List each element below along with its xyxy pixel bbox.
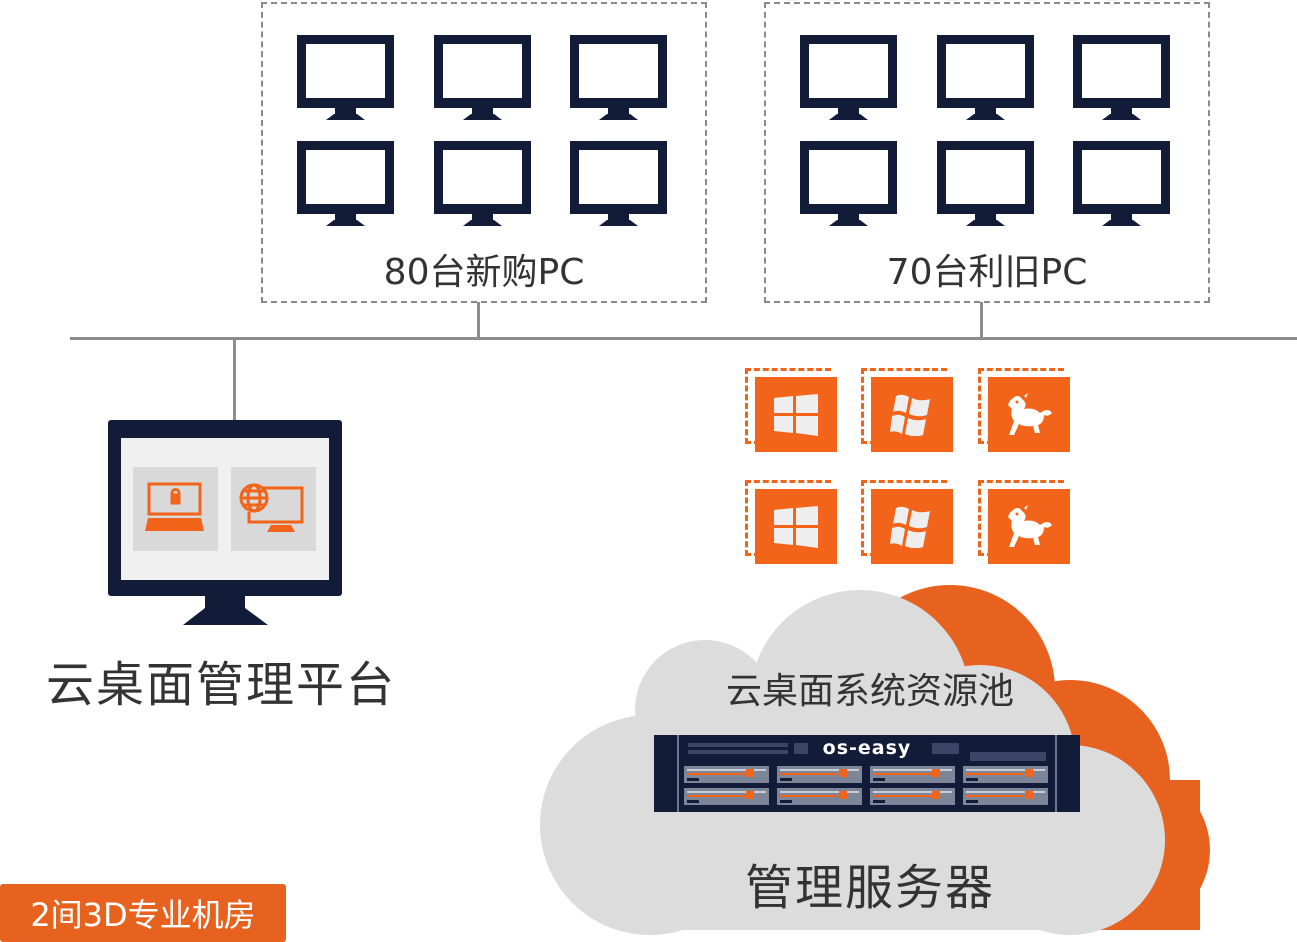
- kylin-icon: [988, 489, 1070, 564]
- os-image-tile: [745, 480, 837, 564]
- pc-monitor-icon: [800, 35, 897, 120]
- connector-line: [477, 302, 480, 338]
- server-brand-label: os-easy: [822, 737, 912, 759]
- group-label: 80台新购PC: [383, 252, 585, 293]
- drive-bay: [870, 766, 955, 783]
- globe-monitor-icon: [239, 483, 304, 532]
- pc-monitor-icon: [297, 35, 394, 120]
- kylin-icon: [988, 377, 1070, 452]
- new-pc-group: 80台新购PC: [261, 2, 707, 303]
- management-platform-label: 云桌面管理平台: [46, 657, 397, 713]
- windows-7-icon: [871, 377, 953, 452]
- drive-bay: [963, 788, 1048, 805]
- pc-monitor-icon: [937, 141, 1034, 226]
- pc-monitor-icon: [434, 141, 531, 226]
- os-image-tile: [861, 480, 953, 564]
- windows-7-icon: [871, 489, 953, 564]
- drive-bay: [777, 788, 862, 805]
- lab-count-badge: 2间3D专业机房: [0, 884, 286, 942]
- server-icon: [654, 735, 1080, 812]
- badge-label: 2间3D专业机房: [30, 896, 256, 934]
- os-image-tile: [978, 368, 1070, 452]
- drive-bay: [684, 788, 769, 805]
- server-label: 管理服务器: [744, 860, 995, 916]
- drive-bay: [963, 766, 1048, 783]
- laptop-lock-icon: [145, 482, 204, 531]
- pc-monitor-icon: [434, 35, 531, 120]
- pc-monitor-icon: [297, 141, 394, 226]
- os-image-tile: [978, 480, 1070, 564]
- windows-8-icon: [755, 377, 837, 452]
- connector-line: [980, 302, 983, 338]
- pc-monitor-icon: [937, 35, 1034, 120]
- drive-bay: [870, 788, 955, 805]
- windows-8-icon: [755, 489, 837, 564]
- drive-bay: [777, 766, 862, 783]
- drive-bay: [684, 766, 769, 783]
- group-label: 70台利旧PC: [886, 252, 1088, 293]
- resource-pool-label: 云桌面系统资源池: [725, 671, 1014, 712]
- os-image-tile: [861, 368, 953, 452]
- connector-line: [233, 338, 236, 422]
- old-pc-group: 70台利旧PC: [764, 2, 1210, 303]
- management-monitor-icon: [108, 420, 342, 625]
- pc-monitor-icon: [570, 35, 667, 120]
- pc-monitor-icon: [570, 141, 667, 226]
- pc-monitor-icon: [1073, 141, 1170, 226]
- os-image-tile: [745, 368, 837, 452]
- network-bus-line: [70, 337, 1297, 340]
- pc-monitor-icon: [1073, 35, 1170, 120]
- pc-monitor-icon: [800, 141, 897, 226]
